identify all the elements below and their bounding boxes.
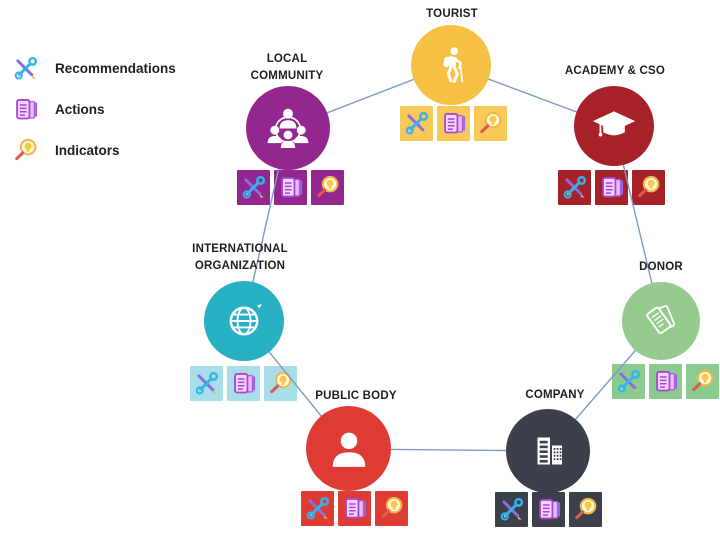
badge-recommendations [612, 364, 645, 399]
recommendations-icon [561, 174, 588, 201]
badge-indicators [311, 170, 344, 205]
hiker-icon [429, 43, 474, 88]
node-circle [506, 409, 590, 493]
badge-actions [595, 170, 628, 205]
legend-row: Indicators [12, 137, 176, 164]
badge-actions [338, 491, 371, 526]
badge-recommendations [400, 106, 433, 141]
actions-icon [277, 174, 304, 201]
recommendations-icon [12, 55, 39, 82]
badge-recommendations [495, 492, 528, 527]
badge-indicators [569, 492, 602, 527]
badge-indicators [375, 491, 408, 526]
actions-icon [341, 495, 368, 522]
legend-label: Indicators [55, 143, 120, 158]
indicators-icon [378, 495, 405, 522]
badge-row [301, 491, 408, 526]
recommendations-icon [403, 110, 430, 137]
node-label: LOCAL COMMUNITY [250, 53, 324, 82]
badge-indicators [474, 106, 507, 141]
graduation-cap-icon [588, 100, 640, 152]
badge-recommendations [237, 170, 270, 205]
badge-actions [227, 366, 260, 401]
buildings-icon [524, 427, 572, 475]
node-circle [574, 86, 654, 166]
node-circle [411, 25, 491, 105]
node-circle [306, 406, 391, 491]
badge-recommendations [301, 491, 334, 526]
actions-icon [535, 496, 562, 523]
node-circle [622, 282, 700, 360]
node-circle [204, 281, 284, 361]
actions-icon [12, 96, 39, 123]
indicators-icon [635, 174, 662, 201]
indicators-icon [314, 174, 341, 201]
tickets-icon [638, 298, 685, 345]
recommendations-icon [304, 495, 331, 522]
badge-actions [274, 170, 307, 205]
badge-row [495, 492, 602, 527]
person-icon [323, 423, 375, 475]
badge-actions [649, 364, 682, 399]
badge-row [190, 366, 297, 401]
badge-indicators [632, 170, 665, 205]
legend: Recommendations Actions Indicators [12, 55, 176, 178]
badge-recommendations [190, 366, 223, 401]
indicators-icon [477, 110, 504, 137]
recommendations-icon [240, 174, 267, 201]
legend-label: Recommendations [55, 61, 176, 76]
indicators-icon [267, 370, 294, 397]
actions-icon [440, 110, 467, 137]
badge-recommendations [558, 170, 591, 205]
indicators-icon [12, 137, 39, 164]
community-icon [262, 102, 314, 154]
node-label: ACADEMY & CSO [564, 65, 666, 77]
node-label: PUBLIC BODY [315, 390, 397, 402]
legend-row: Actions [12, 96, 176, 123]
legend-row: Recommendations [12, 55, 176, 82]
badge-row [237, 170, 344, 205]
node-label: TOURIST [426, 8, 478, 20]
node-label: DONOR [639, 261, 683, 273]
legend-label: Actions [55, 102, 105, 117]
badge-indicators [686, 364, 719, 399]
node-label: COMPANY [525, 389, 585, 401]
node-label: INTERNATIONAL ORGANIZATION [192, 243, 288, 272]
recommendations-icon [498, 496, 525, 523]
node-circle [246, 86, 330, 170]
recommendations-icon [193, 370, 220, 397]
recommendations-icon [615, 368, 642, 395]
badge-actions [532, 492, 565, 527]
indicators-icon [572, 496, 599, 523]
actions-icon [598, 174, 625, 201]
badge-row [400, 106, 507, 141]
badge-actions [437, 106, 470, 141]
badge-row [612, 364, 719, 399]
globe-icon [220, 297, 268, 345]
actions-icon [652, 368, 679, 395]
badge-row [558, 170, 665, 205]
actions-icon [230, 370, 257, 397]
indicators-icon [689, 368, 716, 395]
